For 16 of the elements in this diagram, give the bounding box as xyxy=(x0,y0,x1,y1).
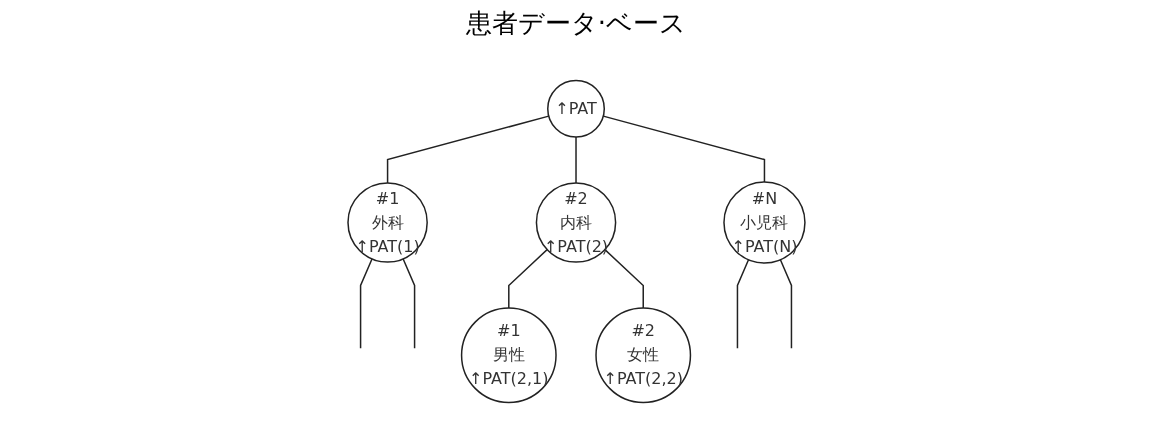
node-circle: #2 女性 ↑PAT(2,2) xyxy=(594,307,691,404)
connector xyxy=(736,259,749,349)
connector xyxy=(401,258,415,349)
connector xyxy=(359,258,373,349)
connector xyxy=(507,248,548,309)
node-circle: ↑PAT xyxy=(546,79,605,138)
node-circle: #1 外科 ↑PAT(1) xyxy=(346,182,428,263)
connector xyxy=(386,115,549,184)
connector xyxy=(574,136,577,184)
connector xyxy=(603,248,644,309)
node-circle: #N 小児科 ↑PAT(N) xyxy=(722,181,806,264)
node-circle: #1 男性 ↑PAT(2,1) xyxy=(460,307,557,404)
diagram-title: 患者データ·ベース xyxy=(465,7,687,40)
node-circle: #2 内科 ↑PAT(2) xyxy=(535,182,616,263)
connector xyxy=(779,259,792,349)
connector xyxy=(602,115,765,183)
